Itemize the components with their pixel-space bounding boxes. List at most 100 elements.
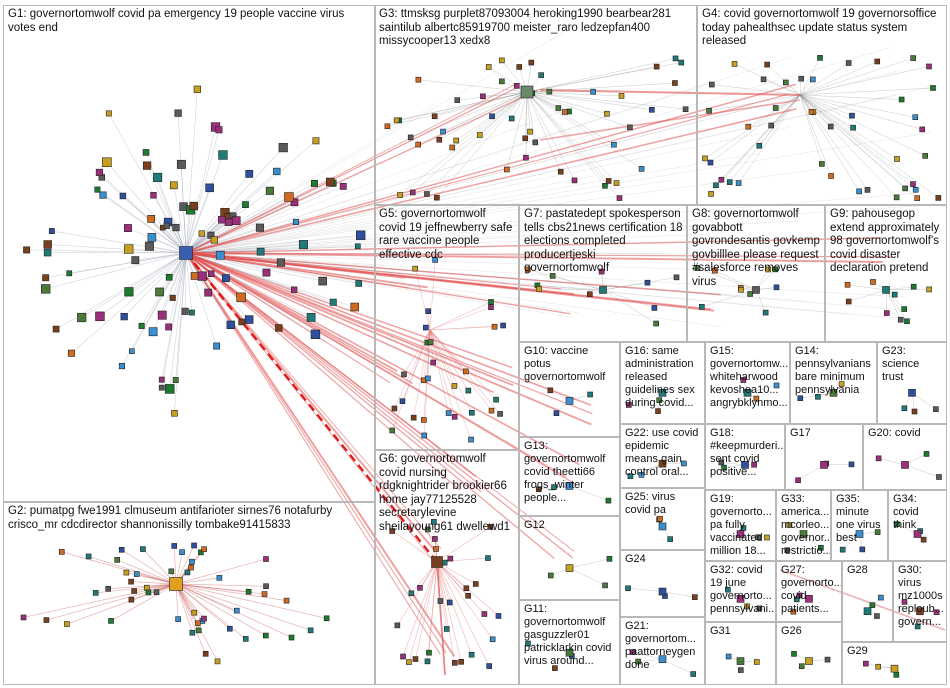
cluster-label: G12: [524, 519, 545, 531]
graph-node: [469, 409, 475, 416]
edge: [569, 567, 606, 586]
cluster-label: G33: america... mcorleo... governor... r…: [781, 493, 831, 557]
graph-node: [549, 273, 556, 279]
graph-node: [658, 522, 667, 531]
edge: [168, 252, 187, 328]
graph-node: [458, 659, 464, 665]
edge: [526, 91, 652, 111]
graph-node: [99, 191, 107, 199]
edge: [185, 252, 217, 347]
cluster-g15: G15: governortomw... whiteharwood kevosh…: [705, 342, 790, 424]
edge: [429, 325, 504, 331]
graph-node: [555, 105, 562, 111]
cluster-label: G15: governortomw... whiteharwood kevosh…: [710, 345, 789, 409]
graph-node: [845, 298, 852, 305]
graph-node: [354, 243, 361, 250]
graph-node: [102, 157, 112, 167]
graph-node: [191, 542, 197, 549]
cluster-g35: G35: minute one virus best: [831, 490, 888, 561]
edge: [71, 252, 187, 354]
edge: [747, 385, 777, 394]
graph-node: [339, 182, 347, 190]
graph-node: [172, 223, 180, 232]
graph-node: [914, 623, 921, 630]
edge: [526, 91, 575, 181]
graph-node: [897, 316, 904, 323]
edge: [427, 311, 431, 331]
edge: [185, 252, 907, 298]
edge: [185, 252, 567, 478]
edge: [799, 94, 898, 160]
graph-node: [744, 603, 750, 610]
graph-node: [465, 592, 471, 599]
graph-node: [845, 60, 852, 66]
edge: [185, 244, 304, 254]
edge: [185, 252, 592, 406]
graph-node: [783, 79, 789, 86]
cluster-label: G6: governortomwolf covid nursing rdgkni…: [379, 453, 511, 533]
edge: [729, 94, 801, 183]
graph-node: [516, 64, 523, 70]
edge: [185, 104, 764, 254]
cluster-label: G35: minute one virus best: [836, 493, 881, 544]
graph-node: [391, 405, 398, 412]
edge: [628, 392, 663, 406]
graph-node: [440, 128, 446, 135]
graph-node: [644, 279, 651, 286]
cluster-label: G25: virus covid pa: [625, 491, 676, 516]
graph-node: [41, 284, 51, 294]
graph-node: [138, 322, 145, 329]
edge: [185, 171, 277, 254]
cluster-label: G27: governorto... covid patients...: [781, 564, 842, 615]
graph-node: [499, 57, 505, 64]
graph-node: [255, 223, 264, 232]
graph-node: [189, 629, 196, 636]
edge: [175, 583, 287, 601]
graph-node: [306, 312, 316, 322]
cluster-g13: G13: governortomwolf covid theetti66 fro…: [519, 437, 620, 516]
cluster-g25: G25: virus covid pa: [620, 488, 705, 550]
graph-node: [171, 543, 178, 549]
graph-node: [325, 177, 335, 187]
cluster-label: G7: pastatedept spokesperson tells cbs21…: [524, 208, 683, 274]
graph-node: [599, 286, 607, 294]
edge: [799, 94, 916, 118]
graph-node: [910, 55, 916, 61]
edge: [904, 464, 940, 478]
graph-node: [485, 64, 492, 70]
graph-node: [189, 309, 195, 316]
graph-node: [805, 595, 813, 603]
graph-node: [798, 663, 805, 670]
graph-node: [874, 613, 880, 619]
graph-node: [105, 585, 112, 592]
graph-node: [638, 166, 645, 172]
graph-node: [275, 324, 283, 332]
graph-node: [495, 613, 502, 619]
edge: [185, 252, 571, 315]
edge: [172, 252, 187, 298]
graph-node: [694, 265, 701, 271]
graph-node: [590, 88, 596, 95]
graph-node: [431, 519, 437, 525]
graph-node: [894, 156, 900, 162]
graph-node: [827, 123, 834, 130]
edge: [436, 561, 462, 662]
graph-node: [394, 622, 401, 629]
graph-node: [810, 76, 816, 83]
graph-node: [425, 375, 431, 382]
graph-node: [124, 224, 132, 233]
graph-node: [926, 63, 932, 70]
graph-node: [522, 135, 529, 142]
edge: [799, 94, 902, 100]
graph-node: [128, 578, 134, 585]
edge: [391, 329, 431, 431]
graph-node: [227, 625, 233, 632]
graph-node: [42, 274, 50, 282]
graph-node: [808, 108, 815, 115]
edge: [110, 583, 177, 622]
edge: [799, 61, 878, 96]
cluster-g27: G27: governorto... covid patients...: [776, 561, 842, 622]
graph-node: [667, 536, 673, 542]
graph-node: [524, 266, 531, 273]
graph-node: [207, 270, 215, 277]
